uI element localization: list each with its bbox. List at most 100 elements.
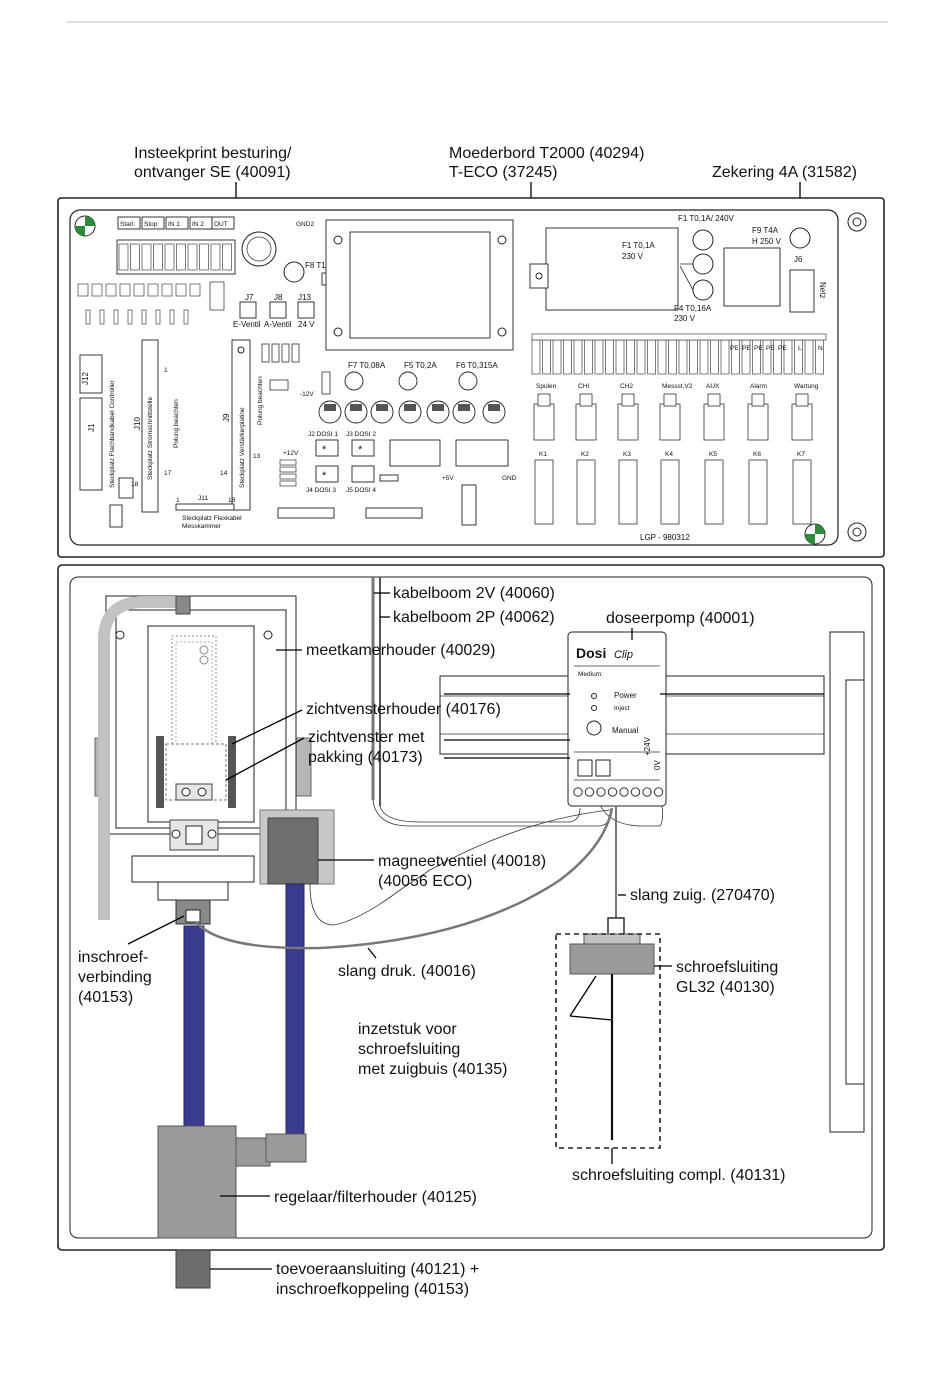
label-schroefsluiting-2: GL32 (40130) [676,979,775,996]
pump-24v: +24V [643,736,652,756]
small-terminal [161,283,173,297]
board-plus12: +12V [283,450,299,457]
board-button-cell [141,216,165,230]
relay-pe-label: PE [730,345,739,352]
relay-terminal [720,339,730,375]
board-messkammer: Messkammer [182,523,222,530]
relay-terminal [531,339,541,375]
diode [113,309,119,325]
small-terminal [105,283,117,297]
board-steck-flach: Steckplatz Flachbandkabel Controller [109,379,116,488]
board-button-label: Stop [144,221,158,228]
label-inschroef-3: (40153) [78,989,133,1006]
board-j10: J10 [133,417,142,430]
board-n18: 18 [131,481,139,488]
board-e-ventil: E-Ventil [233,320,261,329]
board-code: LGP - 980312 [640,533,690,542]
relay-pin [795,393,809,407]
terminal-cell [210,243,221,271]
relay-label: CH2 [620,383,633,390]
label-moederbord: Moederbord T2000 (40294) [449,145,644,162]
overflow-hose [98,596,190,920]
board-f9-2: H 250 V [752,237,782,246]
relay-terminal [636,339,646,375]
board-steck-strom: Steckplatz Stromschnittstelle [147,397,154,480]
ground-marker-icon [804,523,826,545]
board-j3: J3 DOSI 2 [346,431,376,438]
capacitor-mark [350,404,362,411]
diode [127,309,133,325]
board-netz: Netz [818,282,827,298]
board-j4: J4 DOSI 3 [306,487,336,494]
relay-k-label: K4 [665,451,673,458]
relay-label: Wartung [794,383,819,390]
board-f4: F4 T0,16A [674,304,712,313]
board-button-cell [211,216,235,230]
board-n13: 13 [253,453,261,460]
board-f1b-2: 230 V [622,252,644,261]
label-slang-druk: slang druk. (40016) [338,963,476,980]
capacitor-mark [324,404,336,411]
relay-terminal [584,339,593,375]
relay-pin [621,393,635,407]
doseerpomp [567,631,667,807]
relay-pin [751,393,765,407]
small-terminal [119,283,131,297]
relay-k-label: K1 [539,451,547,458]
board-polung1: Polung beachten [173,399,180,448]
relay-terminal [710,339,719,375]
relay-pe-label: PE [766,345,775,352]
capacitor-inner [246,236,272,262]
board-gnd2: GND2 [296,221,314,228]
relay-base [703,403,725,441]
pressure-hose [195,807,614,950]
board-l: L [798,345,802,352]
capacitor-mark [376,404,388,411]
relay-terminal [594,339,604,375]
pump-terminal [630,787,641,797]
diode [169,309,175,325]
label-doseerpomp: doseerpomp (40001) [606,610,755,627]
relay-body [704,459,724,525]
label-magneetventiel-2: (40056 ECO) [378,873,472,890]
mini-component [291,343,300,363]
small-terminal [209,281,225,311]
mains-section [529,227,815,313]
relay-k-label: K5 [709,451,717,458]
terminal-cell [199,243,209,271]
small-terminal [91,283,103,297]
board-button-label: IN 2 [192,221,204,228]
fuse-holder [398,371,418,391]
small-terminal [133,283,145,297]
fuse-holder [458,371,478,391]
label-toevoer-2: inschroefkoppeling (40153) [276,1281,469,1298]
board-minus12: -12V [300,391,314,398]
diode [85,309,91,325]
board-button-label: OUT [214,221,228,228]
small-terminal [147,283,159,297]
label-zichtvenster: zichtvenster met [308,729,425,746]
terminal-cell [176,243,186,271]
board-j1: J1 [87,423,96,432]
pump-terminal [619,787,629,797]
terminal-cell [222,243,232,271]
relay-base [533,403,555,441]
board-n1: 1 [164,367,168,374]
small-terminal [77,283,89,297]
pump-terminal [653,787,664,797]
relay-base [747,403,769,441]
capacitor-mark [488,404,500,411]
relay-terminal [647,339,656,375]
pump-terminal [642,787,652,797]
terminal-cell [141,243,152,271]
small-terminal [175,283,187,297]
board-a-ventil: A-Ventil [264,320,292,329]
board-n: N [818,345,823,352]
pump-manual: Manual [612,726,638,735]
board-j7: J7 [245,293,254,302]
relay-label: Spulen [536,383,557,390]
mini-component [279,473,297,480]
supply-tube-right [285,883,305,1137]
